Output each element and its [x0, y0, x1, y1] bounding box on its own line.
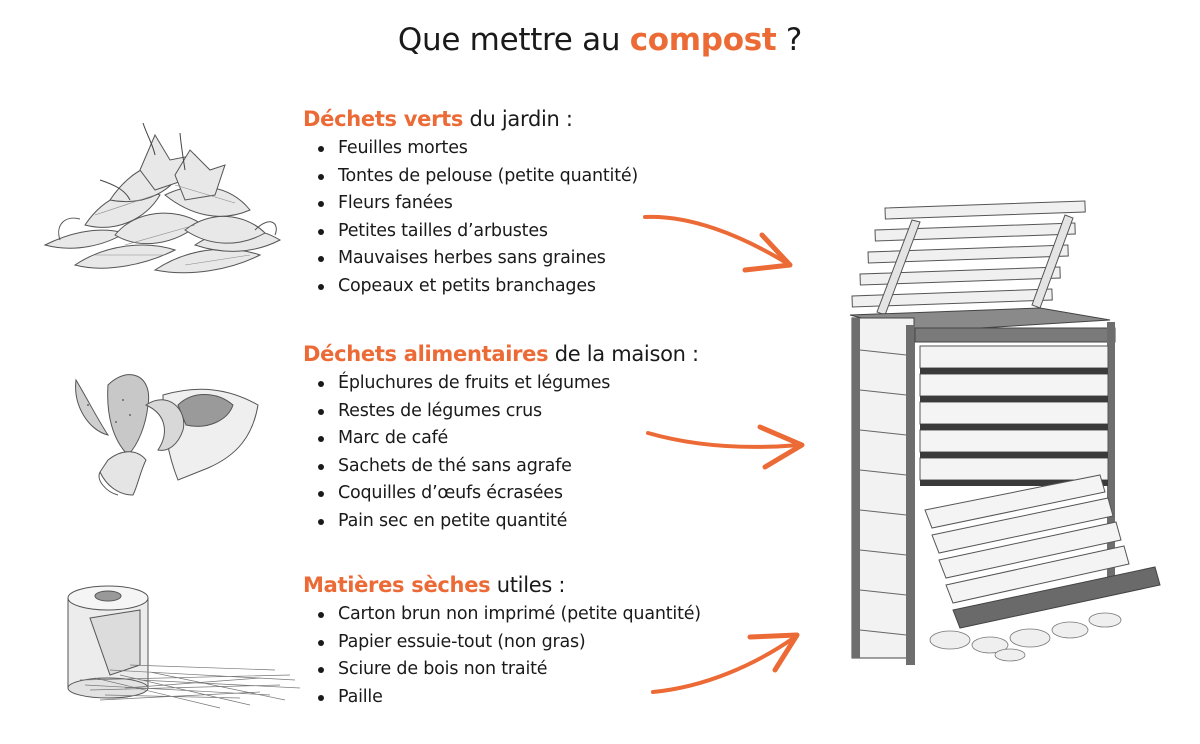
list-item: Mauvaises herbes sans graines: [317, 245, 638, 273]
list-item: Épluchures de fruits et légumes: [318, 370, 699, 398]
section-food-waste: Déchets alimentaires de la maison : Éplu…: [303, 340, 699, 536]
list-item: Papier essuie-tout (non gras): [318, 629, 701, 657]
list-item: Petites tailles d’arbustes: [317, 218, 638, 246]
list-item: Paille: [318, 684, 701, 712]
item-list: Feuilles mortes Tontes de pelouse (petit…: [303, 135, 638, 301]
arrow-right-icon: [646, 424, 805, 470]
list-item: Carton brun non imprimé (petite quantité…: [318, 601, 701, 629]
section-dry-materials: Matières sèches utiles : Carton brun non…: [303, 571, 701, 711]
list-item: Restes de légumes crus: [318, 398, 699, 426]
compost-bin-illustration: [849, 200, 1161, 665]
paper-roll-straw-illustration: [67, 585, 301, 709]
title-accent: compost: [629, 22, 777, 58]
item-list: Carton brun non imprimé (petite quantité…: [303, 601, 701, 711]
list-item: Feuilles mortes: [317, 135, 638, 163]
section-heading: Déchets alimentaires de la maison :: [303, 340, 699, 368]
leaves-pile-illustration: [43, 122, 282, 274]
item-list: Épluchures de fruits et légumes Restes d…: [303, 370, 699, 536]
list-item: Sciure de bois non traité: [318, 656, 701, 684]
arrow-up-right-icon: [651, 632, 800, 694]
list-item: Tontes de pelouse (petite quantité): [317, 163, 638, 191]
list-item: Marc de café: [318, 425, 699, 453]
heading-accent: Déchets verts: [303, 107, 464, 131]
food-scraps-illustration: [75, 374, 259, 496]
section-heading: Déchets verts du jardin :: [303, 105, 638, 133]
section-green-waste: Déchets verts du jardin : Feuilles morte…: [303, 105, 638, 301]
title-prefix: Que mettre au: [397, 22, 630, 58]
heading-accent: Déchets alimentaires: [303, 342, 549, 366]
list-item: Coquilles d’œufs écrasées: [318, 480, 699, 508]
title-suffix: ?: [776, 22, 803, 58]
list-item: Copeaux et petits branchages: [317, 273, 638, 301]
section-heading: Matières sèches utiles :: [303, 571, 701, 599]
list-item: Sachets de thé sans agrafe: [318, 453, 699, 481]
arrow-down-right-icon: [643, 214, 793, 273]
heading-rest: du jardin :: [463, 107, 573, 131]
heading-rest: utiles :: [490, 573, 566, 597]
heading-accent: Matières sèches: [303, 573, 491, 597]
heading-rest: de la maison :: [548, 342, 699, 366]
page-title: Que mettre au compost ?: [0, 22, 1200, 58]
list-item: Fleurs fanées: [317, 190, 638, 218]
list-item: Pain sec en petite quantité: [318, 508, 699, 536]
